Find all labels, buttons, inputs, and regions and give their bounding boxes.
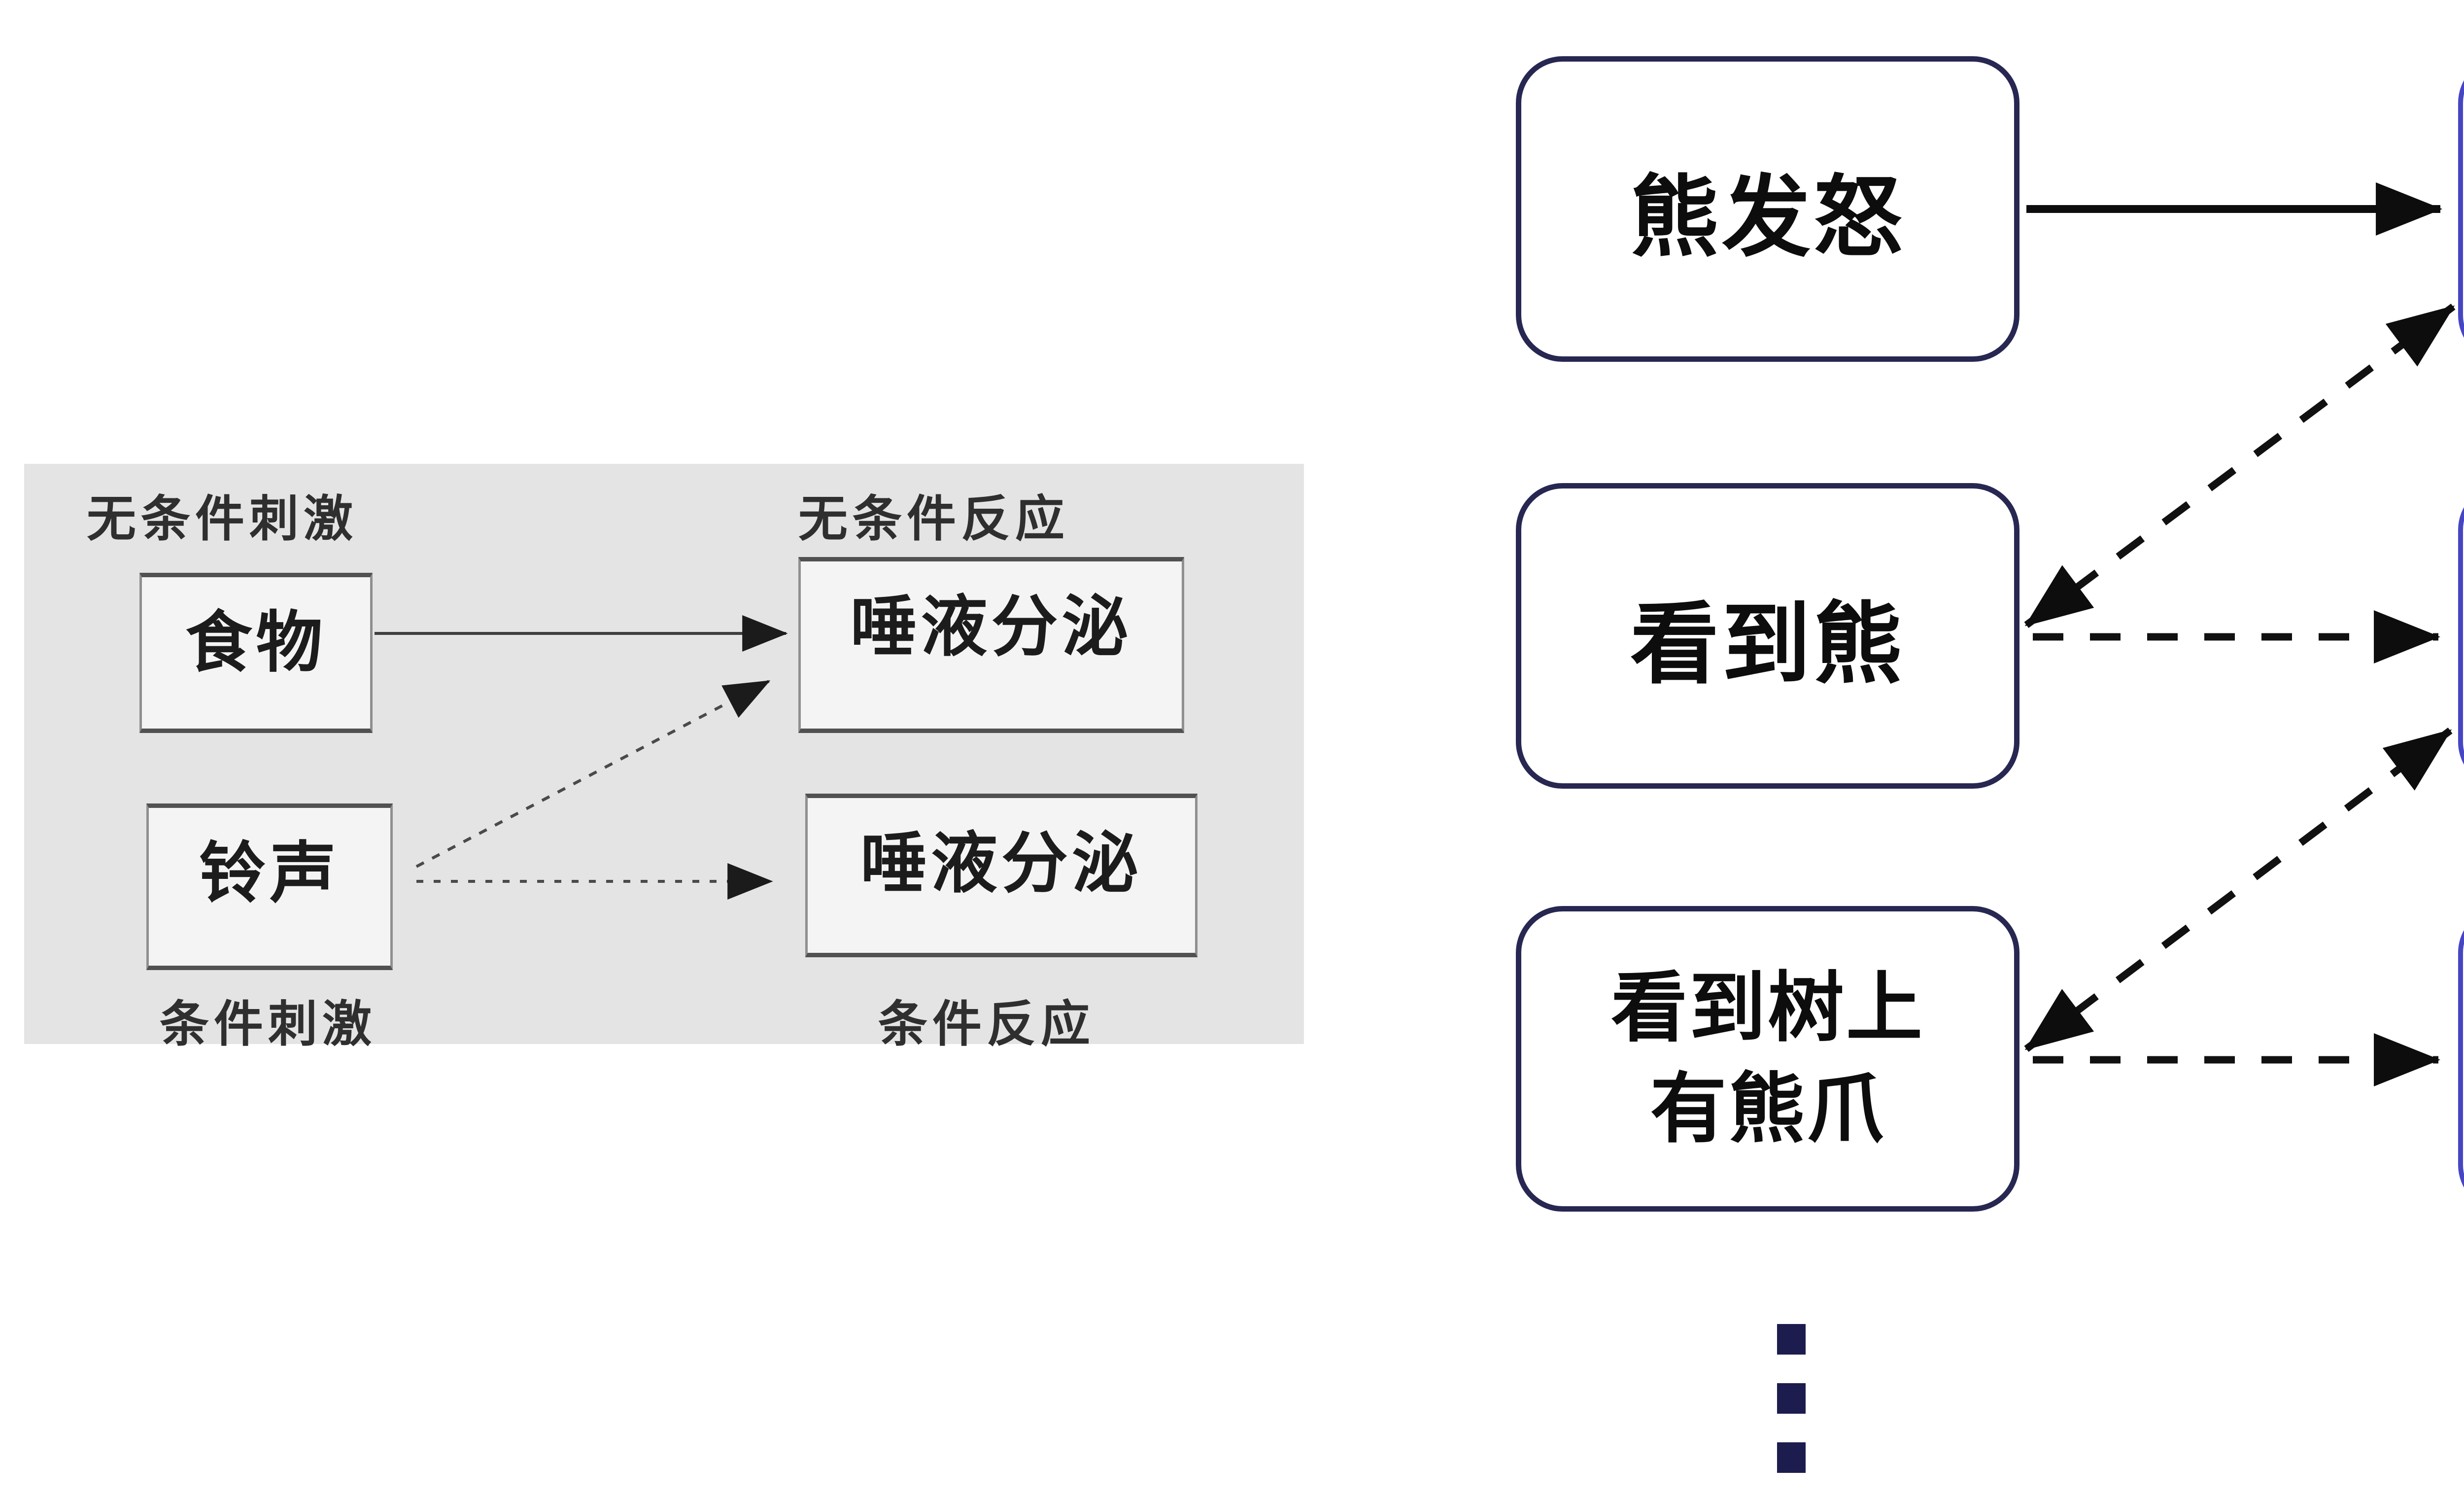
stimulus-box-see-bear-label: 看到熊 — [1630, 594, 1905, 694]
label-unconditioned-stimulus: 无条件刺激 — [87, 491, 358, 547]
classical-conditioning-panel: 无条件刺激 无条件反应 食物 唾液分泌 铃声 唾液分泌 条件刺激 条件反应 — [24, 464, 1304, 1052]
stimulus-box-see-claw-marks-label: 看到树上 有熊爪 — [1611, 958, 1924, 1159]
stimulus-box-see-claw-marks-line2: 有熊爪 — [1650, 1066, 1885, 1151]
dashed-arrow-claw-marks-to-v-s-prime — [2024, 728, 2453, 1052]
node-salivation-top-label: 唾液分泌 — [850, 590, 1132, 664]
stimulus-box-see-claw-marks: 看到树上 有熊爪 — [1516, 906, 2019, 1212]
stimulus-box-see-claw-marks-line1: 看到树上 — [1611, 965, 1924, 1051]
node-salivation-bottom-label: 唾液分泌 — [860, 826, 1142, 901]
stimulus-box-bear-angry-label: 熊发怒 — [1630, 168, 1905, 267]
label-conditioned-response: 条件反应 — [878, 997, 1095, 1052]
label-conditioned-stimulus: 条件刺激 — [160, 997, 376, 1052]
node-bell-label: 铃声 — [199, 836, 340, 910]
node-salivation-bottom: 唾液分泌 — [805, 794, 1198, 957]
node-bell: 铃声 — [146, 803, 393, 970]
dashed-arrow-bell-to-salivation-top — [415, 680, 771, 868]
ellipsis-dot — [1777, 1442, 1806, 1473]
stimulus-box-see-bear: 看到熊 — [1516, 483, 2019, 789]
ellipsis-dot — [1777, 1383, 1806, 1414]
node-food-label: 食物 — [185, 605, 327, 680]
dashed-arrow-see-bear-to-reward — [2024, 303, 2456, 628]
label-unconditioned-response: 无条件反应 — [798, 491, 1069, 547]
stimulus-box-bear-angry: 熊发怒 — [1516, 56, 2019, 362]
node-salivation-top: 唾液分泌 — [798, 557, 1184, 733]
node-food: 食物 — [139, 573, 373, 733]
ellipsis-dot — [1777, 1324, 1806, 1355]
